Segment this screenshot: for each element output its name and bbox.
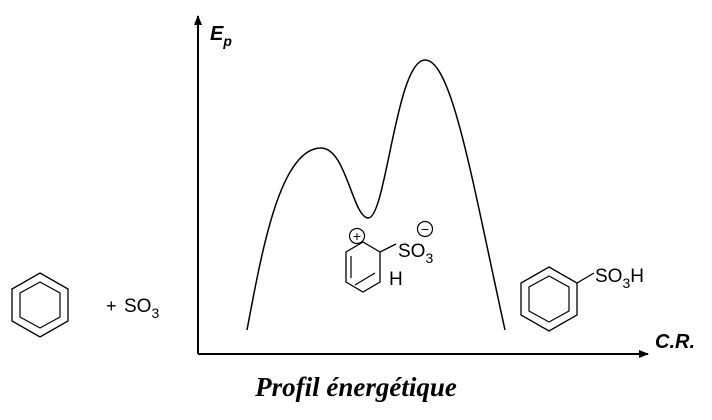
svg-text:−: − — [421, 221, 429, 237]
intermediate-so3: SO3 — [398, 241, 433, 266]
x-axis-label: C.R. — [655, 331, 695, 353]
svg-text:+: + — [353, 228, 361, 244]
benzene-product-ring — [520, 266, 595, 332]
reagent-so3: SO3 — [124, 296, 159, 321]
plus-sign: + — [106, 296, 117, 316]
y-axis-label: Ep — [210, 23, 232, 49]
energy-curve — [246, 59, 506, 331]
negative-charge-icon: − — [416, 220, 434, 238]
product-so3h: SO3H — [595, 266, 644, 291]
benzene-reactant — [11, 272, 69, 338]
diagram-caption: Profil énergétique — [255, 372, 457, 402]
intermediate-hydrogen: H — [389, 269, 403, 290]
sigma-complex-ring — [345, 241, 397, 293]
positive-charge-icon: + — [348, 227, 366, 245]
